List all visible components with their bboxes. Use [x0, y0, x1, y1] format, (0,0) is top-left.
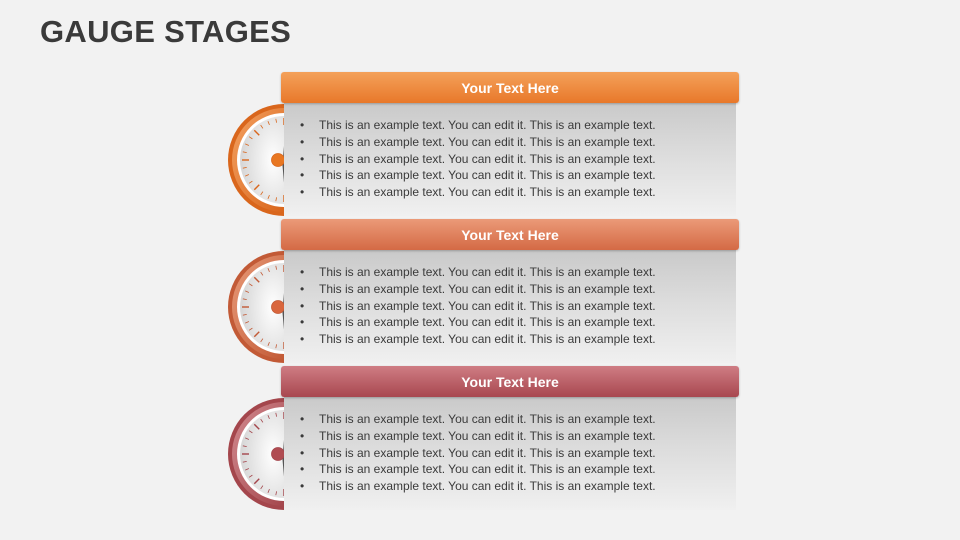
bullet-item: This is an example text. You can edit it…: [300, 264, 656, 281]
bullet-item: This is an example text. You can edit it…: [300, 428, 656, 445]
bullet-item: This is an example text. You can edit it…: [300, 411, 656, 428]
stage-header: Your Text Here: [281, 219, 739, 250]
bullet-item: This is an example text. You can edit it…: [300, 461, 656, 478]
bullet-item: This is an example text. You can edit it…: [300, 151, 656, 168]
page-title: GAUGE STAGES: [40, 14, 292, 49]
bullet-item: This is an example text. You can edit it…: [300, 184, 656, 201]
bullet-list: This is an example text. You can edit it…: [300, 264, 656, 348]
gauge-icon: [228, 251, 286, 363]
stage-heading: Your Text Here: [461, 373, 559, 390]
bullet-item: This is an example text. You can edit it…: [300, 478, 656, 495]
gauge-icon: [228, 104, 286, 216]
bullet-item: This is an example text. You can edit it…: [300, 117, 656, 134]
bullet-list: This is an example text. You can edit it…: [300, 411, 656, 495]
stage-1: Your Text Here This is an example text. …: [0, 72, 960, 217]
stage-header: Your Text Here: [281, 366, 739, 397]
bullet-item: This is an example text. You can edit it…: [300, 298, 656, 315]
gauge-icon: [228, 398, 286, 510]
stage-3: Your Text Here This is an example text. …: [0, 366, 960, 511]
bullet-item: This is an example text. You can edit it…: [300, 331, 656, 348]
stage-header: Your Text Here: [281, 72, 739, 103]
bullet-item: This is an example text. You can edit it…: [300, 167, 656, 184]
bullet-list: This is an example text. You can edit it…: [300, 117, 656, 201]
bullet-item: This is an example text. You can edit it…: [300, 134, 656, 151]
stage-heading: Your Text Here: [461, 79, 559, 96]
bullet-item: This is an example text. You can edit it…: [300, 314, 656, 331]
stage-heading: Your Text Here: [461, 226, 559, 243]
bullet-item: This is an example text. You can edit it…: [300, 445, 656, 462]
stage-2: Your Text Here This is an example text. …: [0, 219, 960, 364]
bullet-item: This is an example text. You can edit it…: [300, 281, 656, 298]
